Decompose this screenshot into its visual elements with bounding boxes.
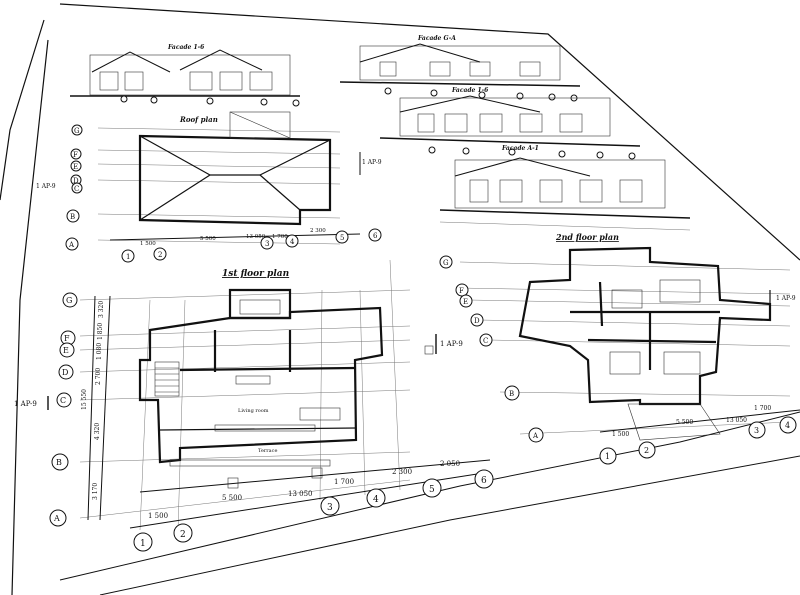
dim-left-5: 1 850 [97,323,104,340]
facade-2-title: Facade G-A [417,35,456,42]
svg-text:3: 3 [754,426,759,435]
axis-letter-A: A [53,514,60,523]
svg-text:6: 6 [373,232,378,240]
room-label-living: Living room [238,408,269,414]
facade-1-title: Facade 1-6 [167,44,205,51]
svg-text:G: G [74,127,80,135]
svg-text:E: E [73,163,78,171]
roof-plan-title: Roof plan [179,115,218,124]
facade-2-drawing: Facade G-A [339,35,581,102]
facade-3-title: Facade 1-6 [451,87,489,94]
first-floor-plan-drawing: 1st floor plan [14,259,494,552]
svg-text:B: B [70,213,75,221]
second-floor-title: 2nd floor plan [555,232,619,242]
axis-number-6: 6 [481,476,487,486]
svg-text:4: 4 [290,238,295,246]
roof-dim-3: 1 700 [272,234,288,240]
svg-text:D: D [73,177,79,185]
facade-4-drawing: Facade A-1 [439,145,691,231]
section-mark-roof: 1 AP-9 [36,183,56,190]
svg-text:2: 2 [644,446,649,455]
svg-text:C: C [483,337,488,345]
room-label-terrace: Terrace [258,448,277,454]
first-floor-title: 1st floor plan [222,269,289,279]
roof-dim-total: 13 050 [246,234,266,240]
svg-text:C: C [74,185,79,193]
second-dim-1: 1 500 [612,431,629,438]
dim-bottom-4: 2 300 [392,468,412,476]
dim-bottom-total: 13 050 [288,490,313,498]
axis-letter-F: F [64,334,70,343]
axis-number-1: 1 [140,539,146,549]
roof-dim-2: 5 500 [200,236,216,242]
second-dim-total: 13 050 [726,417,747,424]
dim-left-4: 1 080 [96,343,103,360]
svg-text:E: E [463,298,468,306]
axis-letter-E: E [63,346,69,355]
axis-number-2: 2 [180,530,186,540]
axis-number-3: 3 [327,503,333,513]
roof-plan-drawing: Roof plan G F E D 1 AP-9 C B A 1 AP-9 1 … [36,111,382,263]
roof-dim-4: 2 300 [310,228,326,234]
facade-4-title: Facade A-1 [501,145,539,152]
second-dim-3: 1 700 [754,405,771,412]
svg-text:F: F [73,151,78,159]
axis-letter-D: D [62,368,68,377]
dim-bottom-3: 1 700 [334,478,354,486]
dim-bottom-1: 1 500 [148,512,168,520]
section-mark-first-right: 1 AP-9 [440,340,463,348]
svg-text:4: 4 [785,421,790,430]
svg-text:1: 1 [126,253,130,261]
dim-left-2: 4 320 [94,423,101,440]
svg-text:F: F [459,287,464,295]
section-mark-roof-right: 1 AP-9 [362,159,382,166]
svg-text:A: A [68,241,75,249]
second-dim-2: 5 500 [676,419,693,426]
dim-left-total: 15 550 [81,389,88,410]
section-mark-first-left: 1 AP-9 [14,400,37,408]
axis-letter-C: C [60,396,66,405]
facade-1-drawing: Facade 1-6 [70,44,300,107]
dim-left-6: 3 320 [98,301,105,318]
axis-number-4: 4 [373,495,379,505]
svg-text:A: A [532,432,539,440]
svg-text:3: 3 [265,240,269,248]
dim-left-3: 2 700 [95,368,102,385]
dim-bottom-2: 5 500 [222,494,242,502]
paper-border [0,3,800,595]
svg-text:B: B [509,390,514,398]
svg-text:1 AP-9: 1 AP-9 [776,295,796,302]
axis-letter-B: B [56,458,62,467]
dim-bottom-5: 2 050 [440,460,460,468]
roof-dim-1: 1 500 [140,241,156,247]
axis-number-5: 5 [429,485,435,495]
svg-text:1: 1 [605,452,610,461]
dim-left-1: 3 170 [92,483,99,500]
facade-3-drawing: Facade 1-6 [379,87,641,160]
svg-text:2: 2 [158,251,162,259]
svg-text:G: G [443,259,449,267]
svg-text:5: 5 [340,234,344,242]
svg-text:D: D [474,317,480,325]
axis-letter-G: G [66,296,72,305]
second-floor-plan-drawing: 2nd floor plan G F E D C B A 1 AP-9 1 50… [439,232,800,465]
